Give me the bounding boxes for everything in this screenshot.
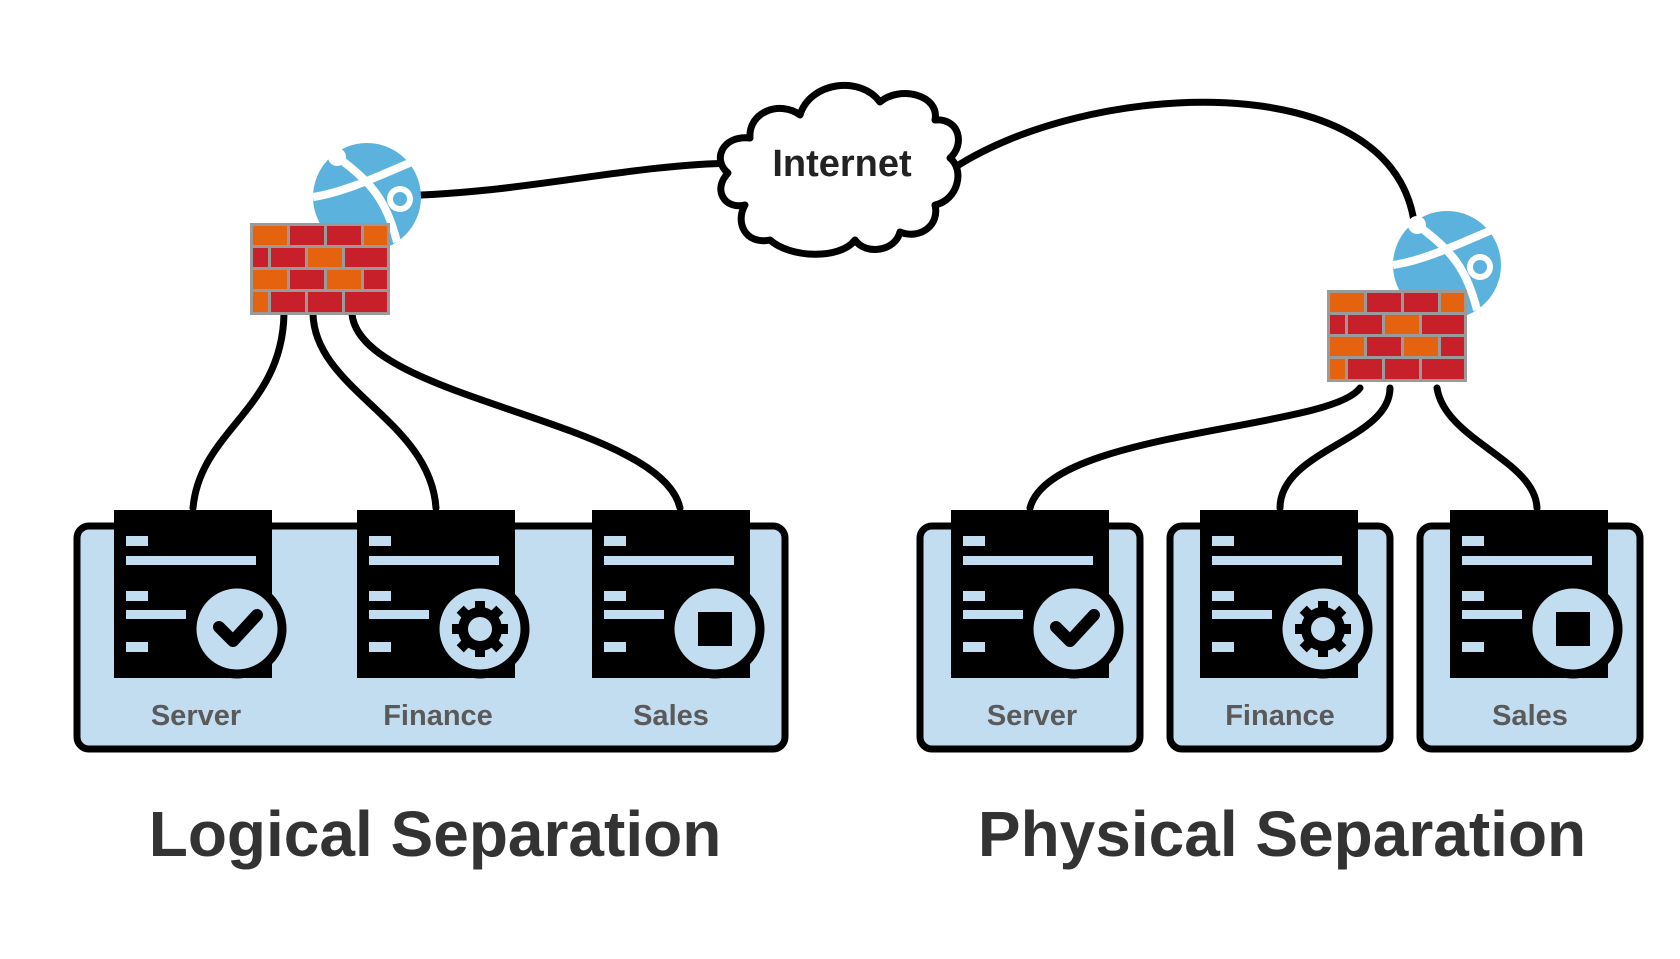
- link-internet-left-firewall: [381, 159, 739, 200]
- firewall-icon: [1327, 290, 1467, 382]
- cloud-icon: [716, 82, 962, 258]
- internet-cloud: Internet: [716, 82, 962, 258]
- physical-separation-title: Physical Separation: [978, 798, 1586, 870]
- physical-separation-group: Server Finance: [916, 510, 1644, 870]
- server-node: Server: [951, 510, 1124, 732]
- link-left-fw-finance: [309, 310, 440, 512]
- link-right-fw-finance: [1276, 384, 1394, 512]
- gear-icon: [1273, 579, 1373, 679]
- server-label: Server: [151, 700, 241, 732]
- stop-icon: [665, 579, 765, 679]
- left-gateway: [250, 143, 421, 315]
- check-icon: [187, 579, 287, 679]
- right-gateway: [1327, 211, 1501, 382]
- sales-label: Sales: [1492, 700, 1568, 732]
- stop-icon: [1523, 579, 1623, 679]
- connection-lines: [189, 98, 1541, 512]
- link-right-fw-sales: [1433, 384, 1541, 512]
- sales-node: Sales: [592, 510, 765, 732]
- sales-node: Sales: [1450, 510, 1623, 732]
- logical-separation-group: Server Finance: [73, 510, 789, 870]
- firewall-icon: [250, 223, 390, 315]
- finance-label: Finance: [383, 700, 493, 732]
- finance-node: Finance: [1200, 510, 1373, 732]
- sales-label: Sales: [633, 700, 709, 732]
- link-internet-right-firewall: [944, 98, 1419, 234]
- logical-separation-title: Logical Separation: [149, 798, 722, 870]
- server-node: Server: [114, 510, 287, 732]
- gear-icon: [430, 579, 530, 679]
- link-left-fw-sales: [348, 310, 684, 512]
- check-icon: [1024, 579, 1124, 679]
- finance-node: Finance: [357, 510, 530, 732]
- finance-label: Finance: [1225, 700, 1335, 732]
- server-label: Server: [987, 700, 1077, 732]
- internet-label: Internet: [772, 143, 912, 185]
- link-right-fw-server: [1026, 384, 1364, 512]
- link-left-fw-server: [189, 310, 288, 512]
